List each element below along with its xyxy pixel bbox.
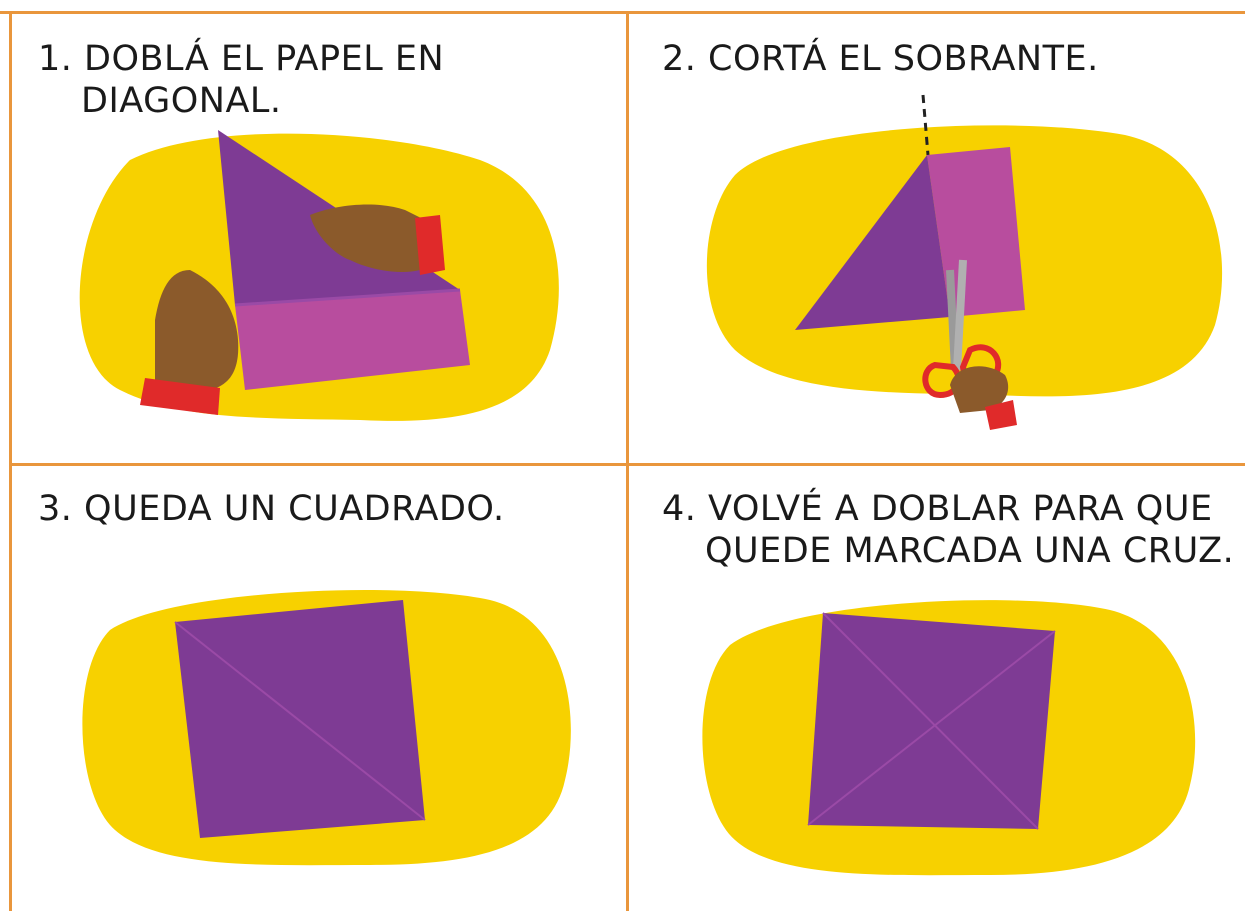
- top-border: [0, 11, 1245, 14]
- step-2-line1: CORTÁ EL SOBRANTE.: [708, 39, 1099, 79]
- middle-divider: [9, 463, 1245, 466]
- step-1-line2: DIAGONAL.: [81, 81, 282, 121]
- step-1-number: 1.: [38, 39, 73, 79]
- hand-left-icon: [140, 270, 239, 415]
- step-4-line1: VOLVÉ A DOBLAR PARA QUE: [708, 489, 1213, 529]
- center-divider: [626, 11, 629, 911]
- step-4-caption: 4. VOLVÉ A DOBLAR PARA QUE QUEDE MARCADA…: [662, 488, 1234, 572]
- left-border: [9, 11, 12, 911]
- paper-fold-edge: [234, 288, 461, 307]
- cut-guide-line: [921, 94, 930, 156]
- step-4-illustration: [702, 600, 1196, 876]
- step-3-caption: 3. QUEDA UN CUADRADO.: [38, 488, 505, 530]
- fold-diagonal: [174, 621, 426, 821]
- step-3-illustration: [82, 590, 571, 866]
- step-3-line1: QUEDA UN CUADRADO.: [84, 489, 505, 529]
- paper-flap: [235, 290, 470, 390]
- paper-square: [175, 600, 425, 838]
- step-4-number: 4.: [662, 489, 697, 529]
- step-1-illustration: [79, 130, 559, 421]
- paper-triangle: [795, 155, 950, 330]
- step-2-caption: 2. CORTÁ EL SOBRANTE.: [662, 38, 1099, 80]
- step-2-illustration: [706, 94, 1223, 430]
- step-1-line1: DOBLÁ EL PAPEL EN: [84, 39, 445, 79]
- step-3-number: 3.: [38, 489, 73, 529]
- hand-icon: [950, 366, 1017, 430]
- fold-diagonal-2: [807, 630, 1056, 826]
- fold-diagonal-1: [822, 612, 1039, 830]
- step-4-line2: QUEDE MARCADA UNA CRUZ.: [705, 531, 1235, 571]
- hand-right-icon: [310, 204, 445, 275]
- step-2-number: 2.: [662, 39, 697, 79]
- step-1-caption: 1. DOBLÁ EL PAPEL EN DIAGONAL.: [38, 38, 444, 122]
